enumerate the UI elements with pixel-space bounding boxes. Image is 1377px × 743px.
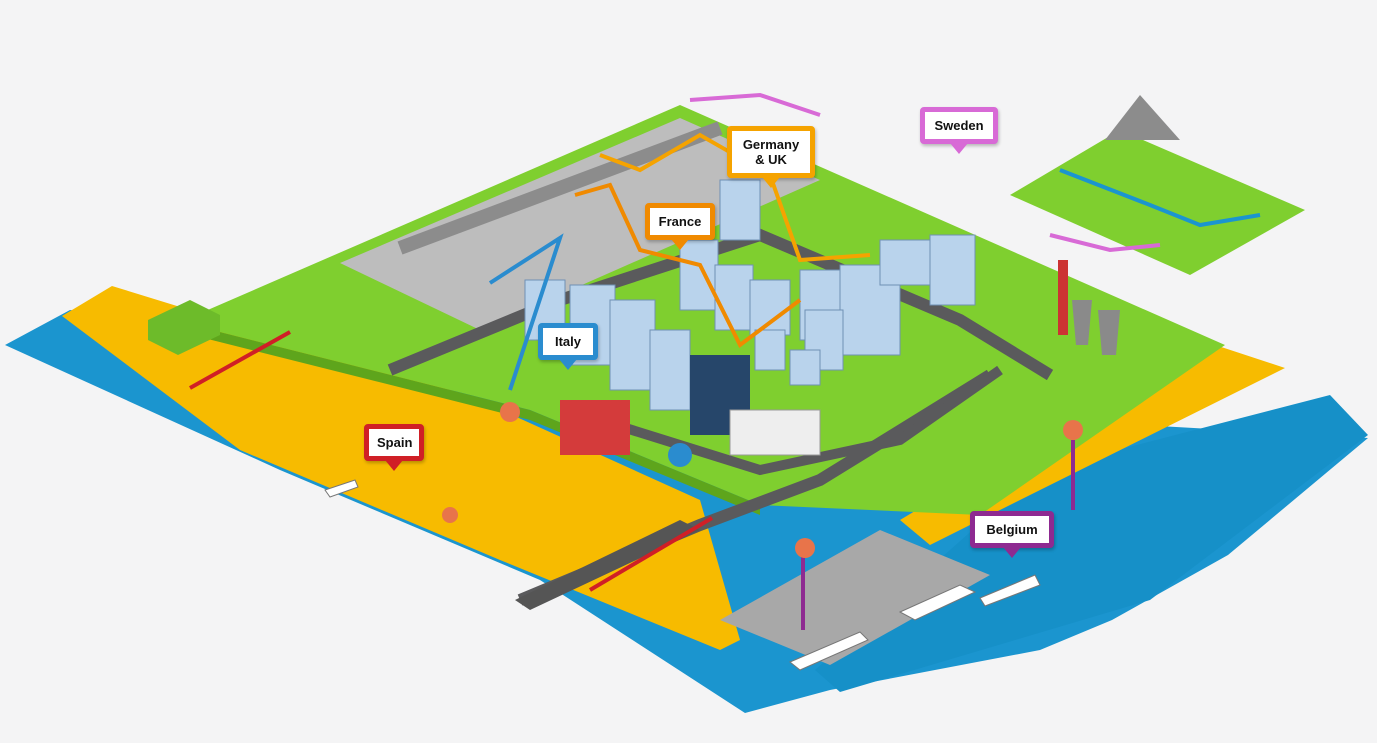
pin-sweden[interactable]: Sweden [920, 107, 998, 154]
cooling-tower-1 [1072, 300, 1092, 345]
pin-belgium-tail [1003, 547, 1021, 558]
pin-italy[interactable]: Italy [538, 323, 598, 370]
port-dock [720, 530, 990, 665]
sweden-river [1059, 168, 1261, 228]
runway [397, 121, 723, 255]
grass-edge [180, 322, 760, 515]
green-block [148, 300, 220, 355]
city-buildings [524, 179, 976, 411]
pin-germany-uk[interactable]: Germany & UK [727, 126, 815, 188]
pin-sweden-tail [950, 143, 968, 154]
link-spain [189, 330, 291, 390]
pin-france-label: France [645, 203, 715, 240]
drone-icon [442, 402, 1083, 558]
link-sweden-2 [1049, 233, 1161, 253]
link-spain-port [588, 516, 714, 592]
sweden-island [1010, 130, 1305, 275]
pin-sweden-label: Sweden [920, 107, 998, 144]
pier [515, 520, 700, 610]
link-italy [488, 233, 564, 391]
pin-spain-label: Spain [364, 424, 424, 461]
sea-right [815, 395, 1368, 692]
pin-france[interactable]: France [645, 203, 715, 250]
clinic-building [729, 409, 821, 456]
pin-spain[interactable]: Spain [364, 424, 424, 471]
pin-spain-tail [385, 460, 403, 471]
ship-icon [324, 479, 1041, 671]
pin-germany-uk-tail [762, 177, 780, 188]
chimney [1058, 260, 1068, 335]
link-france [574, 182, 802, 349]
airport-area [340, 118, 820, 330]
link-sweden [689, 92, 821, 117]
pin-belgium[interactable]: Belgium [970, 511, 1054, 558]
cooling-tower-2 [1098, 310, 1120, 355]
hospital-building [560, 400, 630, 455]
pin-italy-label: Italy [538, 323, 598, 360]
sweden-mountain [1105, 95, 1180, 140]
pin-italy-tail [559, 359, 577, 370]
pin-france-tail [671, 239, 689, 250]
pin-belgium-label: Belgium [970, 511, 1054, 548]
pin-germany-uk-label: Germany & UK [727, 126, 815, 178]
